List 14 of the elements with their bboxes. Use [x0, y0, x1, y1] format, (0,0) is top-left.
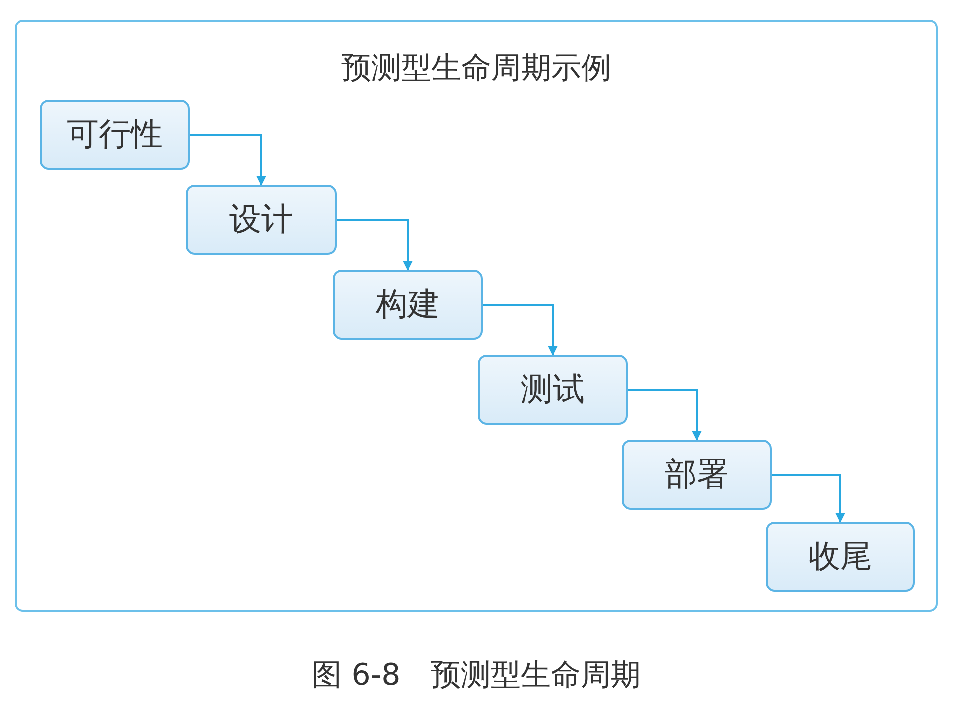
process-box: 构建 — [333, 270, 483, 340]
process-box: 部署 — [622, 440, 772, 510]
process-box: 测试 — [478, 355, 628, 425]
arrow — [190, 134, 266, 186]
arrow — [628, 389, 702, 441]
frame-heading: 预测型生命周期示例 — [340, 50, 612, 88]
process-box: 设计 — [186, 185, 337, 255]
arrow — [483, 304, 558, 356]
figure-caption: 图 6-8 预测型生命周期 — [311, 657, 642, 695]
arrow — [337, 219, 413, 271]
process-box: 可行性 — [40, 100, 190, 170]
process-box: 收尾 — [766, 522, 915, 592]
frame-box — [15, 20, 938, 612]
arrow — [772, 474, 846, 523]
